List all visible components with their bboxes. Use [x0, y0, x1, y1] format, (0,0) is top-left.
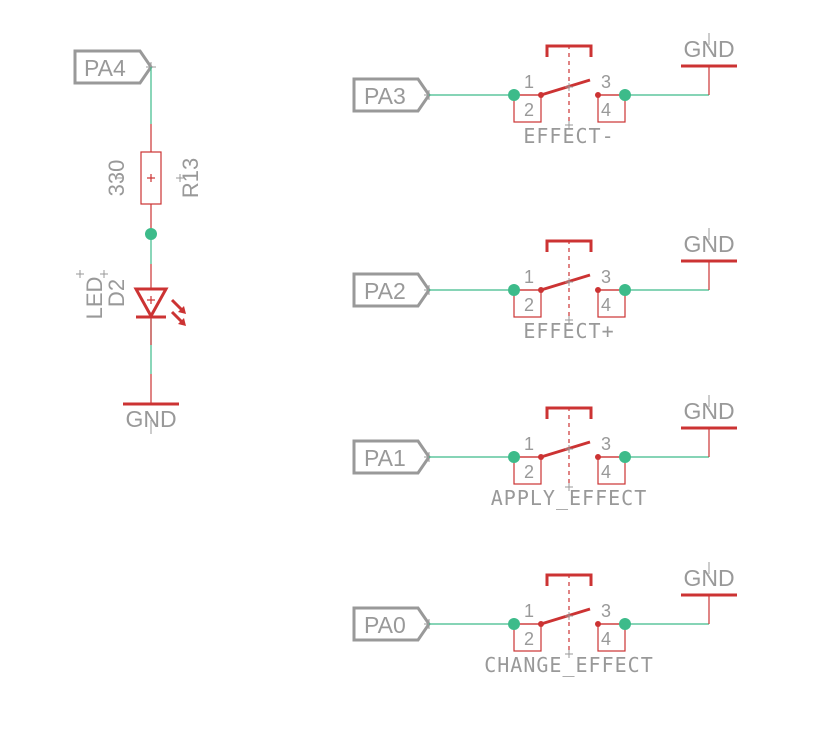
led-circuit: PA4 330 R13 [73, 49, 203, 434]
junction-dot [508, 618, 520, 630]
ground-symbol[interactable] [681, 593, 737, 624]
port-label: PA1 [364, 445, 406, 471]
led-name: D2 [104, 279, 129, 307]
pin-number: 1 [524, 434, 534, 454]
pin-number: 3 [601, 72, 611, 92]
port-flag[interactable] [352, 272, 431, 308]
pushbutton-switch[interactable] [513, 239, 626, 318]
junction-dot [508, 89, 520, 101]
port-label: PA3 [364, 83, 406, 109]
resistor-r13[interactable] [140, 124, 162, 234]
port-flag[interactable] [352, 606, 431, 642]
junction-dot [145, 228, 157, 240]
port-pa4-label: PA4 [84, 55, 126, 81]
pushbutton-switch[interactable] [513, 406, 626, 485]
junction-dot [619, 618, 631, 630]
pushbutton-switch[interactable] [513, 573, 626, 652]
ground-symbol[interactable] [681, 64, 737, 95]
junction-dot [619, 451, 631, 463]
pushbutton-switch[interactable] [513, 44, 626, 123]
port-flag[interactable] [352, 77, 431, 113]
pin-number: 4 [601, 100, 611, 120]
junction-dot [619, 284, 631, 296]
pin-number: 2 [524, 629, 534, 649]
pin-number: 2 [524, 295, 534, 315]
led-d2[interactable] [133, 264, 186, 345]
pin-number: 1 [524, 267, 534, 287]
ground-symbol-led[interactable] [123, 374, 179, 406]
port-flag[interactable] [352, 439, 431, 475]
port-label: PA0 [364, 612, 406, 638]
pin-number: 3 [601, 601, 611, 621]
port-pa4[interactable] [73, 49, 153, 85]
pin-number: 3 [601, 267, 611, 287]
junction-dot [619, 89, 631, 101]
pin-number: 3 [601, 434, 611, 454]
junction-dot [508, 284, 520, 296]
pin-number: 4 [601, 629, 611, 649]
port-label: PA2 [364, 278, 406, 304]
pin-number: 2 [524, 100, 534, 120]
switch-rows: PA31234EFFECT-GNDPA21234EFFECT+GNDPA1123… [352, 33, 737, 677]
ground-symbol[interactable] [681, 259, 737, 290]
ground-symbol[interactable] [681, 426, 737, 457]
led-value: LED [82, 277, 107, 320]
pin-number: 1 [524, 601, 534, 621]
pin-number: 4 [601, 295, 611, 315]
junction-dot [508, 451, 520, 463]
pin-number: 2 [524, 462, 534, 482]
pin-number: 4 [601, 462, 611, 482]
pin-number: 1 [524, 72, 534, 92]
